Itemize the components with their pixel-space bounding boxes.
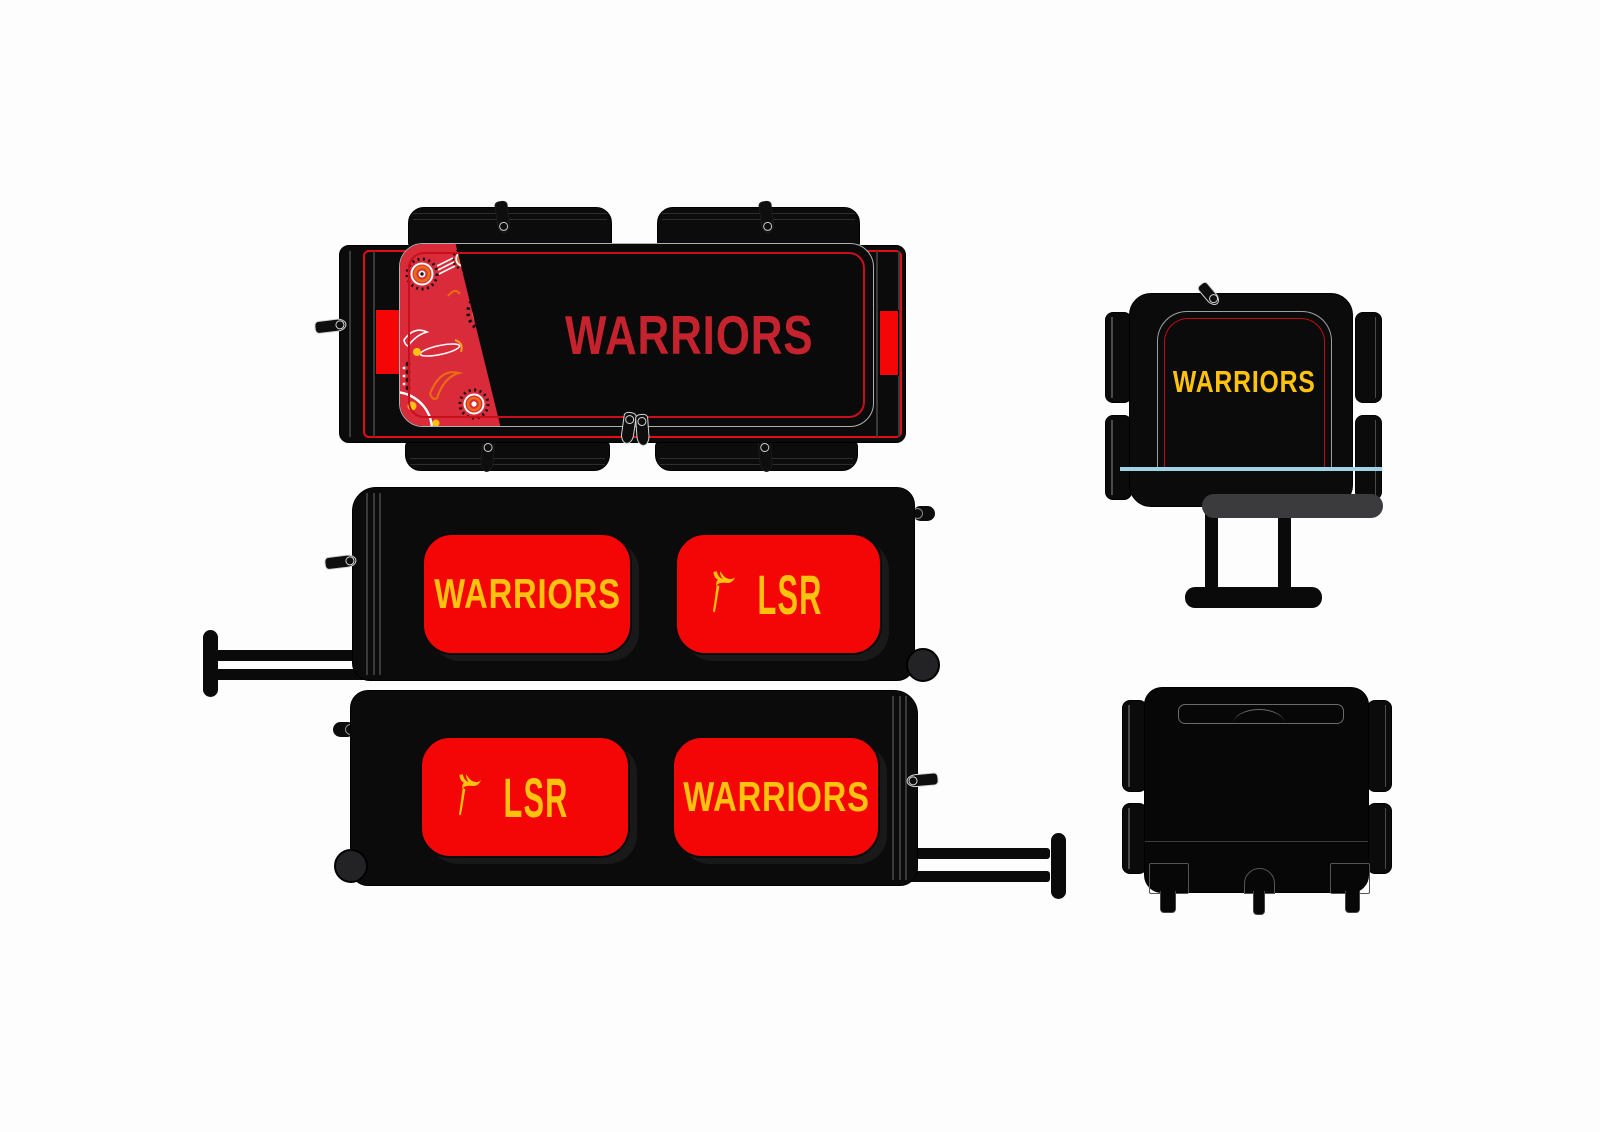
print-panel-lsr: LSR — [420, 736, 630, 858]
side-handle-left — [375, 309, 400, 375]
front-end-view: WARRIORS — [1085, 280, 1395, 613]
kangaroo-icon — [458, 774, 481, 816]
side-tab — [1367, 700, 1392, 792]
side-tab — [1105, 415, 1132, 500]
top-view: WARRIORS — [313, 200, 930, 485]
side-tab — [1367, 803, 1392, 874]
panel-brand-text: WARRIORS — [682, 773, 870, 820]
foot-stub — [1345, 891, 1360, 913]
lsr-logo: LSR — [709, 562, 849, 627]
top-print-panel: WARRIORS — [399, 243, 874, 427]
trolley-bar — [210, 650, 370, 661]
panel-red-trim-line — [1164, 318, 1325, 469]
trolley-tube — [1278, 505, 1291, 593]
trolley-grip — [1185, 587, 1322, 608]
foot-stub — [1160, 891, 1176, 913]
trolley-grip — [1051, 833, 1066, 899]
seam-line — [876, 251, 878, 437]
lsr-text: LSR — [757, 562, 822, 626]
trolley-bar — [900, 871, 1050, 882]
seam-line — [349, 251, 351, 437]
side-tab — [1105, 312, 1132, 403]
side-tab — [1355, 415, 1382, 500]
bag-end-body: WARRIORS — [1129, 293, 1383, 518]
print-panel-warriors: WARRIORS — [672, 736, 880, 858]
zipper-pull-icon — [634, 413, 651, 447]
kangaroo-icon — [712, 571, 735, 613]
seam-line — [373, 493, 375, 675]
foot-stub — [1253, 891, 1265, 915]
trolley-bar — [210, 669, 370, 680]
bottom-flap — [655, 441, 858, 471]
seam-line — [892, 696, 894, 880]
bag-end-body — [1144, 687, 1370, 894]
bottom-flap — [405, 441, 610, 471]
zipper-pull-icon — [757, 439, 774, 473]
seam-line — [379, 493, 381, 675]
seam-line — [899, 696, 901, 880]
seam-line — [1145, 841, 1368, 843]
front-brand-wrap: WARRIORS — [1158, 364, 1331, 400]
base-trim-line — [1120, 467, 1382, 471]
rear-end-view — [1115, 683, 1405, 923]
handle-slot-arc — [1233, 709, 1285, 724]
lsr-logo: LSR — [455, 765, 595, 830]
panel-brand-text: WARRIORS — [433, 570, 621, 617]
side-tab — [1355, 312, 1382, 403]
side-view-a: WARRIORS LSR — [195, 478, 945, 708]
wheel — [334, 849, 368, 883]
print-panel-warriors: WARRIORS — [422, 533, 632, 655]
end-zip-panel: WARRIORS — [1157, 311, 1332, 469]
handle-recess — [1202, 494, 1383, 518]
foot-housing — [1330, 863, 1370, 894]
side-view-b: LSR WARRIORS — [325, 688, 1080, 923]
side-handle-right — [879, 310, 899, 376]
seam-line — [905, 696, 907, 880]
top-brand-text: WARRIORS — [564, 304, 814, 366]
top-flap — [408, 207, 612, 248]
trolley-grip — [203, 630, 218, 697]
print-panel-lsr: LSR — [675, 533, 882, 655]
front-brand-text: WARRIORS — [1173, 364, 1316, 399]
top-brand-wrap: WARRIORS — [505, 244, 873, 426]
lsr-text: LSR — [503, 765, 569, 829]
trolley-tube — [1205, 505, 1218, 593]
seam-line — [366, 493, 368, 675]
side-tab — [1122, 803, 1147, 874]
foot-housing — [1149, 863, 1189, 894]
trolley-bar — [900, 848, 1050, 859]
seam-line — [373, 251, 375, 437]
zipper-pull-icon — [905, 772, 940, 788]
wheel — [906, 648, 940, 682]
zip-end-knob — [912, 506, 935, 521]
